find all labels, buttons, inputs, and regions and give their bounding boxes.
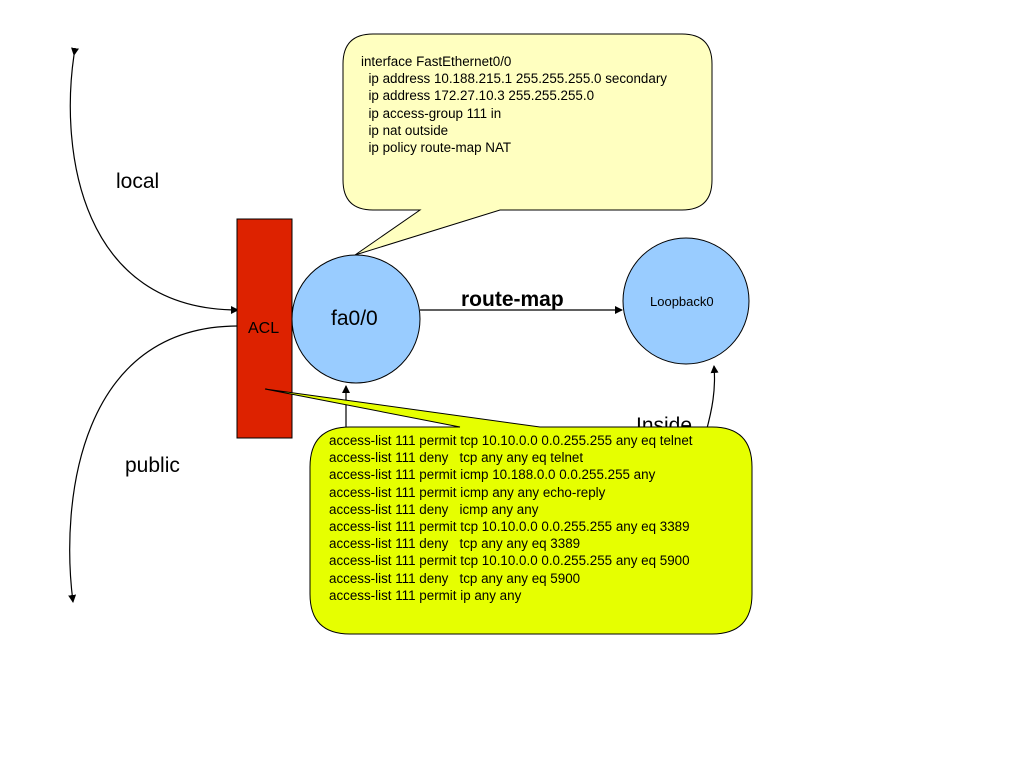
access-list-line: access-list 111 permit tcp 10.10.0.0 0.0…	[329, 519, 690, 535]
acl-block	[236, 218, 293, 439]
fa0-label: fa0/0	[331, 307, 378, 330]
interface-config-line: ip access-group 111 in	[361, 105, 502, 121]
public-label: public	[125, 454, 180, 477]
public-traffic-arrow	[68, 321, 246, 603]
local-label: local	[116, 170, 160, 193]
inside-label: Inside	[636, 414, 693, 427]
inside-label-clip: Inside	[630, 410, 730, 427]
interface-config-line: ip address 172.27.10.3 255.255.255.0	[361, 88, 595, 104]
access-list-line: access-list 111 deny tcp any any eq 3389	[329, 536, 581, 552]
local-traffic-arrow	[69, 47, 239, 314]
access-list-line: access-list 111 permit tcp 10.10.0.0 0.0…	[329, 433, 693, 448]
route-map-label: route-map	[461, 288, 564, 311]
access-list-line: access-list 111 permit icmp any any echo…	[329, 484, 606, 500]
inside-to-loopback-arrow	[705, 365, 719, 433]
access-list-line: access-list 111 deny tcp any any eq teln…	[329, 450, 584, 466]
access-list-line: access-list 111 deny tcp any any eq 5900	[329, 570, 581, 586]
loopback0-circle	[622, 237, 750, 365]
access-list-line: access-list 111 deny icmp any any	[329, 501, 539, 517]
fa0-interface-circle	[291, 254, 421, 384]
access-list-callout	[264, 388, 753, 635]
access-list-line: access-list 111 permit icmp 10.188.0.0 0…	[329, 467, 656, 483]
interface-config-line: ip address 10.188.215.1 255.255.255.0 se…	[361, 71, 667, 87]
interface-config-line: interface FastEthernet0/0	[361, 54, 512, 69]
interface-config-line: ip policy route-map NAT	[361, 140, 512, 156]
loopback0-label: Loopback0	[650, 294, 714, 309]
interface-config-line: ip nat outside	[361, 122, 449, 138]
access-list-line: access-list 111 permit ip any any	[329, 587, 522, 603]
interface-config-text: interface FastEthernet0/0 ip address 10.…	[361, 53, 667, 156]
access-list-text: access-list 111 permit tcp 10.10.0.0 0.0…	[329, 432, 693, 604]
acl-label: ACL	[248, 320, 280, 337]
access-list-line: access-list 111 permit tcp 10.10.0.0 0.0…	[329, 553, 690, 569]
